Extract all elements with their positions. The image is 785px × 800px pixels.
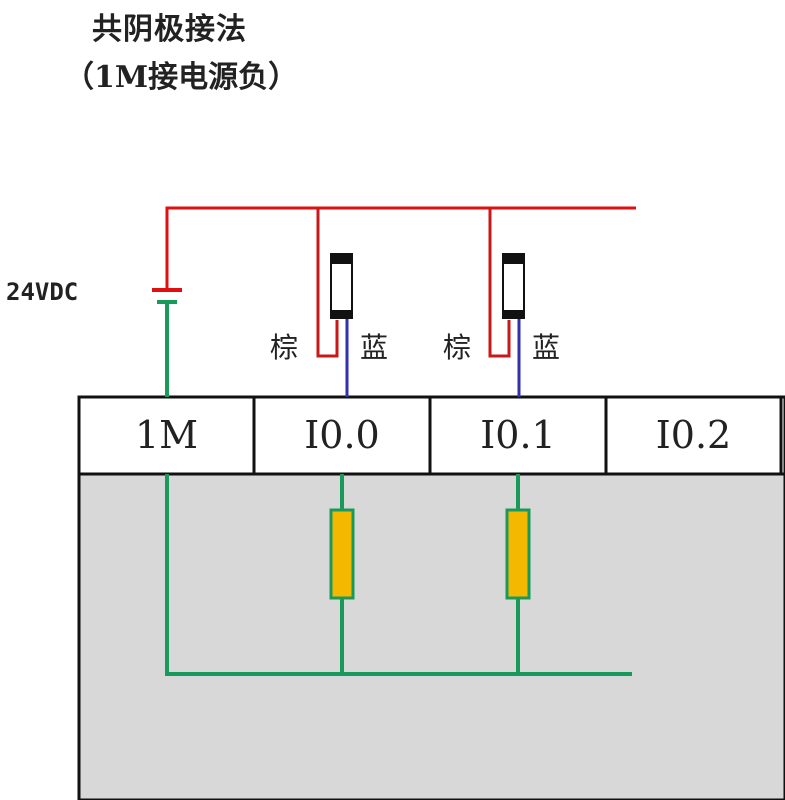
- diagram-subtitle: （1M接电源负）: [64, 60, 299, 95]
- blue-wire-label: 蓝: [360, 331, 389, 364]
- terminal-i00: I0.0: [304, 413, 380, 457]
- terminal-1m: 1M: [134, 413, 199, 457]
- input-element-i01: [505, 508, 531, 600]
- internal-common-wire: [165, 474, 632, 676]
- diagram-title: 共阴极接法: [92, 12, 247, 47]
- sensor-cap-bottom: [331, 310, 352, 319]
- supply-voltage-label: 24VDC: [6, 278, 79, 306]
- plc-module-body: [77, 472, 785, 800]
- terminal-i02: I0.2: [655, 413, 732, 457]
- sensor-brown-wire: [488, 208, 511, 358]
- sensor-cap-bottom: [503, 310, 524, 319]
- brown-wire-label: 棕: [270, 331, 299, 364]
- sensor-brown-wire: [316, 208, 339, 358]
- sensor-cap-top: [331, 254, 352, 264]
- brown-wire-label: 棕: [443, 331, 472, 364]
- terminal-i01: I0.1: [480, 413, 556, 457]
- positive-bus-wire: [165, 206, 636, 290]
- blue-wire-label: 蓝: [532, 331, 561, 364]
- input-element-i00: [329, 508, 355, 600]
- terminal-strip: [77, 395, 785, 476]
- sensor-cap-top: [503, 254, 524, 264]
